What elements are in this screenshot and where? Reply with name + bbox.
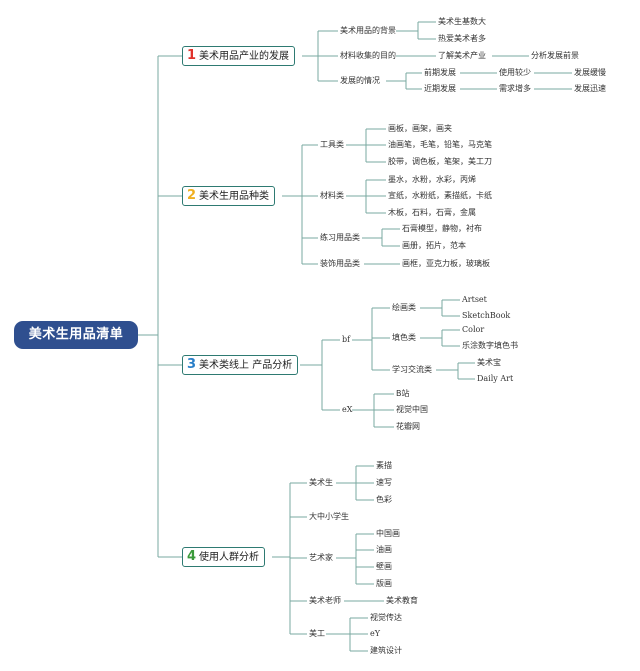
node: 发展缓慢 [574, 68, 606, 77]
node: 油画 [376, 545, 392, 554]
node: 装饰用品类 [320, 259, 360, 268]
node: 中国画 [376, 529, 400, 538]
root-node: 美术生用品清单 [14, 321, 138, 349]
node: 了解美术产业 [438, 51, 486, 60]
node: 美术老师 [309, 596, 341, 605]
node: 学习交流类 [392, 365, 432, 374]
node: 绘画类 [392, 303, 416, 312]
node: 油画笔，毛笔，铅笔，马克笔 [388, 140, 492, 149]
node: 发展的情况 [340, 76, 380, 85]
node: SketchBook [462, 311, 511, 320]
node: 木板，石料，石膏，金属 [388, 208, 476, 217]
node: Artset [462, 295, 487, 304]
node: 美术教育 [386, 596, 418, 605]
category-1-label: 美术用品产业的发展 [199, 51, 290, 62]
node: 练习用品类 [320, 233, 360, 242]
node: 石膏模型，静物，衬布 [402, 224, 482, 233]
node: 大中小学生 [309, 512, 349, 521]
category-3-label: 美术类线上 产品分析 [199, 360, 293, 371]
node: eX [342, 405, 353, 414]
node: 墨水，水粉，水彩，丙烯 [388, 175, 476, 184]
node: B站 [396, 389, 410, 398]
node: Color [462, 325, 485, 334]
node: 美工 [309, 629, 325, 638]
node: 壁画 [376, 562, 392, 571]
category-4-label: 使用人群分析 [199, 552, 260, 563]
node: 近期发展 [424, 84, 456, 93]
node: 视觉中国 [396, 405, 428, 414]
node: 艺术家 [309, 553, 333, 562]
node: 素描 [376, 461, 392, 470]
node: 乐涂数字填色书 [462, 341, 518, 350]
node: eY [370, 629, 381, 638]
node: 美术生基数大 [438, 17, 486, 26]
node: 分析发展前景 [531, 51, 579, 60]
node: 视觉传达 [370, 613, 402, 622]
category-2-number: 2 [187, 188, 197, 203]
node: Daily Art [477, 374, 514, 383]
node: 美术生 [309, 478, 333, 487]
node: 美术用品的背景 [340, 26, 396, 35]
node: 前期发展 [424, 68, 456, 77]
node: 色彩 [376, 495, 392, 504]
node: 填色类 [392, 333, 416, 342]
node: 版画 [376, 579, 392, 588]
node: 美术宝 [477, 358, 501, 367]
node: bf [342, 335, 351, 344]
node: 速写 [376, 478, 392, 487]
category-3-number: 3 [187, 357, 197, 372]
node: 花瓣网 [396, 422, 420, 431]
node: 宣纸，水粉纸，素描纸，卡纸 [388, 191, 492, 200]
node: 胶带，调色板，笔架，美工刀 [388, 157, 492, 166]
node: 材料类 [320, 191, 344, 200]
category-4-number: 4 [187, 549, 197, 564]
category-2-label: 美术生用品种类 [199, 191, 270, 202]
node: 需求增多 [499, 84, 531, 93]
node: 使用较少 [499, 68, 531, 77]
node: 画框，亚克力板，玻璃板 [402, 259, 490, 268]
category-1-number: 1 [187, 48, 197, 63]
node: 画册，拓片，范本 [402, 241, 466, 250]
node: 工具类 [320, 140, 344, 149]
node: 热爱美术者多 [438, 34, 486, 43]
node: 建筑设计 [370, 646, 402, 655]
node: 材料收集的目的 [340, 51, 396, 60]
node: 画板，画架，画夹 [388, 124, 452, 133]
node: 发展迅速 [574, 84, 606, 93]
